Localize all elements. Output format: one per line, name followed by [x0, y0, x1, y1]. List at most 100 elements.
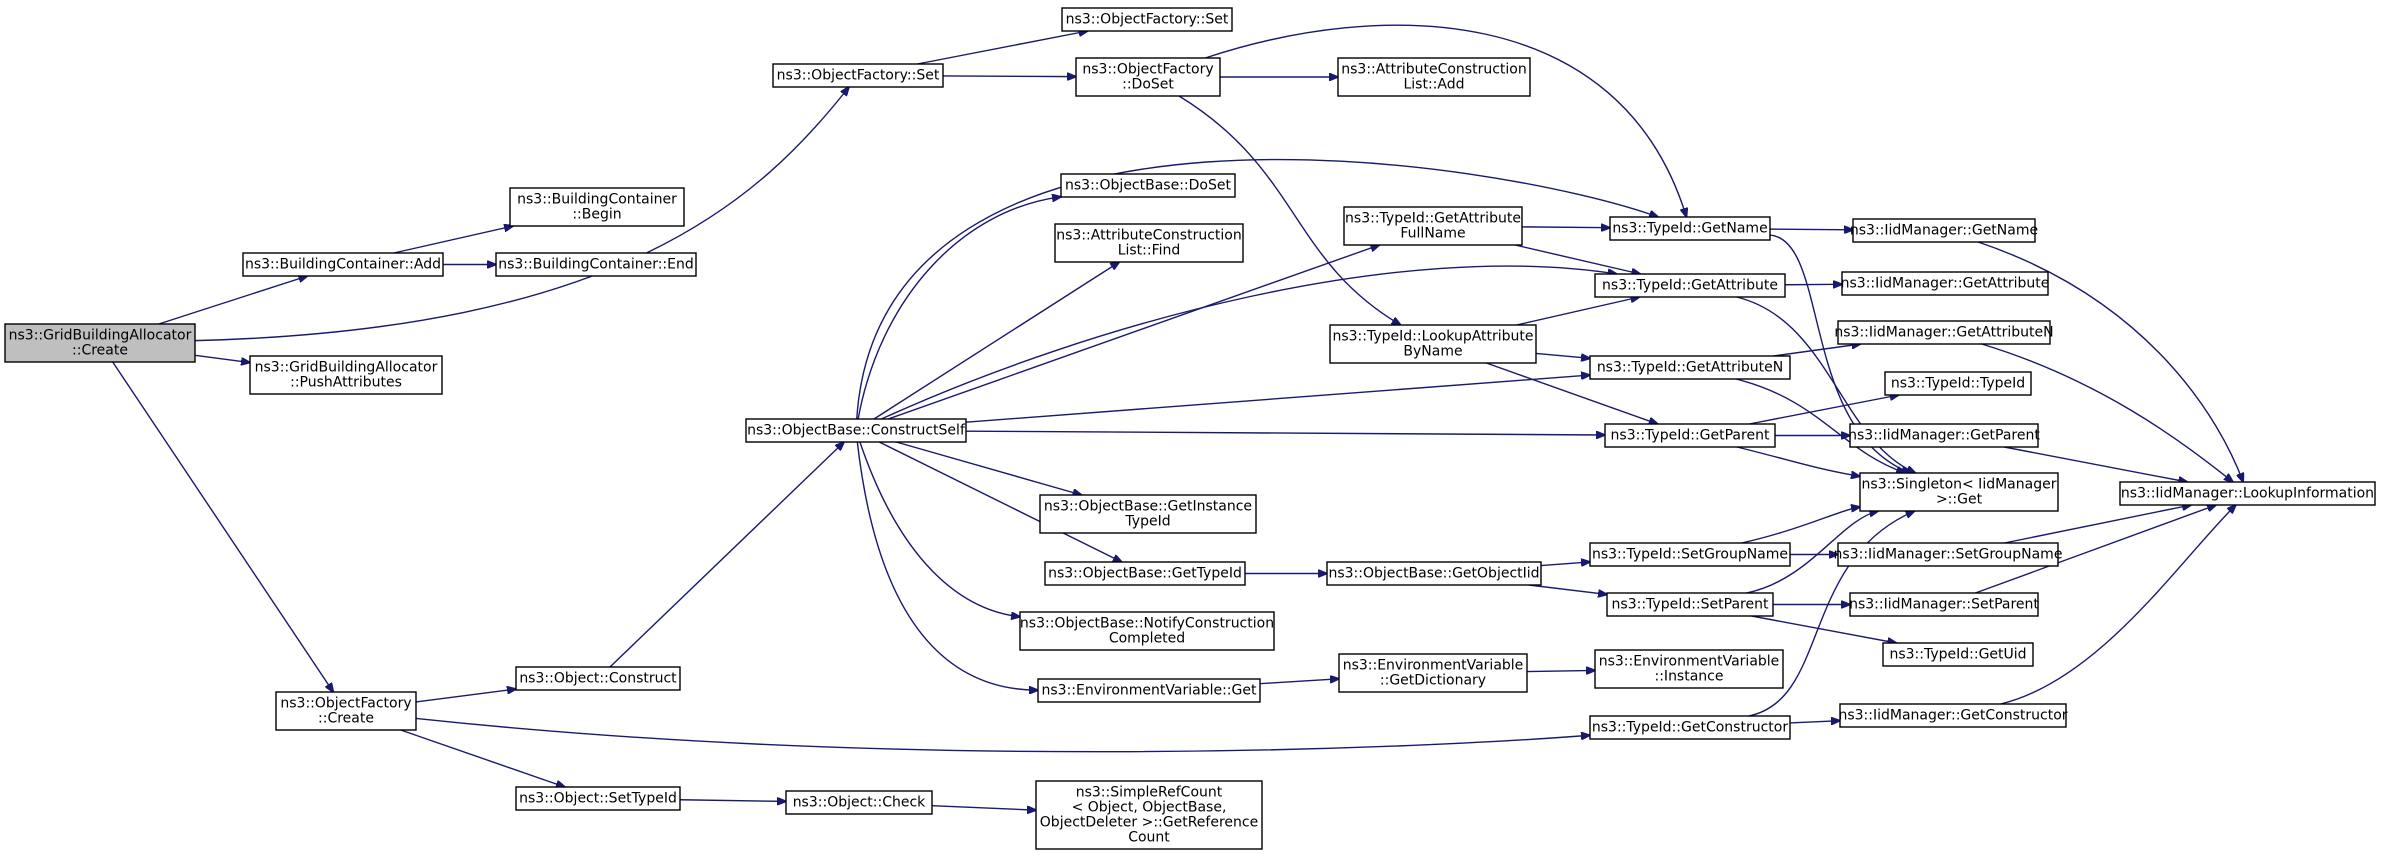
- node-box: [1606, 592, 1774, 617]
- node-label-line: ns3::Object::Construct: [519, 671, 677, 687]
- node-label-line: Completed: [1109, 631, 1185, 647]
- node-label-line: ns3::GridBuildingAllocator: [255, 360, 438, 376]
- node-refcount[interactable]: ns3::SimpleRefCount< Object, ObjectBase,…: [1035, 780, 1263, 850]
- node-ob-construct[interactable]: ns3::ObjectBase::ConstructSelf: [745, 418, 967, 443]
- node-tid-getattr[interactable]: ns3::TypeId::GetAttribute: [1594, 273, 1786, 298]
- node-tid-getattrn[interactable]: ns3::TypeId::GetAttributeN: [1589, 355, 1791, 380]
- node-box: [1326, 561, 1542, 586]
- node-ob-notify[interactable]: ns3::ObjectBase::NotifyConstructionCompl…: [1019, 611, 1275, 651]
- node-iid-getctor[interactable]: ns3::IidManager::GetConstructor: [1838, 703, 2068, 728]
- node-env-get[interactable]: ns3::EnvironmentVariable::Get: [1037, 678, 1261, 703]
- node-tid-getparent[interactable]: ns3::TypeId::GetParent: [1604, 423, 1776, 448]
- node-label-line: List::Find: [1118, 243, 1181, 259]
- node-obj-construct[interactable]: ns3::Object::Construct: [515, 666, 681, 691]
- edge-tid_lookup-to-tid_getattr: [1516, 297, 1639, 326]
- node-label-line: < Object, ObjectBase,: [1072, 800, 1227, 816]
- node-of-set2[interactable]: ns3::ObjectFactory::Set: [1061, 7, 1233, 32]
- node-env-getdict[interactable]: ns3::EnvironmentVariable::GetDictionary: [1338, 653, 1528, 693]
- node-iid-getattrn[interactable]: ns3::IidManager::GetAttributeN: [1834, 320, 2054, 345]
- node-box: [1075, 57, 1221, 97]
- node-of-set[interactable]: ns3::ObjectFactory::Set: [772, 63, 944, 88]
- node-iid-getname[interactable]: ns3::IidManager::GetName: [1850, 218, 2038, 243]
- edge-tid_getctor-to-singleton_get: [1748, 511, 1915, 717]
- node-bc-end[interactable]: ns3::BuildingContainer::End: [495, 252, 697, 277]
- node-box: [1589, 542, 1791, 567]
- edge-ob_construct-to-ob_doset: [857, 197, 1061, 420]
- edge-iid_setparent-to-iid_lookup: [1975, 505, 2216, 594]
- node-box: [275, 691, 417, 731]
- node-tid-typeid[interactable]: ns3::TypeId::TypeId: [1884, 371, 2032, 396]
- node-ob-gettypeid[interactable]: ns3::ObjectBase::GetTypeId: [1044, 561, 1246, 586]
- node-iid-setgroup[interactable]: ns3::IidManager::SetGroupName: [1834, 542, 2063, 567]
- node-label-line: ns3::Singleton< IidManager: [1862, 477, 2057, 493]
- node-label-line: ns3::ObjectBase::GetObjectIid: [1328, 566, 1539, 582]
- node-box: [1035, 780, 1263, 850]
- node-box: [1837, 320, 2051, 345]
- node-label-line: ns3::TypeId::LookupAttribute: [1332, 329, 1533, 345]
- node-label-line: ns3::IidManager::LookupInformation: [2121, 486, 2374, 502]
- edge-tid_getname-to-singleton_get: [1769, 234, 1910, 473]
- node-ob-doset[interactable]: ns3::ObjectBase::DoSet: [1060, 173, 1236, 198]
- node-label-line: ns3::IidManager::GetAttribute: [1841, 276, 2050, 292]
- node-label-line: ns3::Object::SetTypeId: [519, 791, 677, 807]
- node-label-line: FullName: [1400, 226, 1465, 242]
- node-tid-getname[interactable]: ns3::TypeId::GetName: [1609, 216, 1771, 241]
- node-box: [1039, 494, 1257, 534]
- node-bc-begin[interactable]: ns3::BuildingContainer::Begin: [509, 187, 685, 227]
- node-tid-setgroup[interactable]: ns3::TypeId::SetGroupName: [1589, 542, 1791, 567]
- node-label-line: ::GetDictionary: [1380, 673, 1486, 689]
- nodes-layer: ns3::GridBuildingAllocator::Create ns3::B…: [4, 7, 2376, 850]
- node-env-instance[interactable]: ns3::EnvironmentVariable::Instance: [1594, 649, 1784, 689]
- node-bc-add[interactable]: ns3::BuildingContainer::Add: [242, 252, 444, 277]
- edge-iid_getparent-to-iid_lookup: [2004, 446, 2187, 482]
- node-tid-getctor[interactable]: ns3::TypeId::GetConstructor: [1589, 715, 1791, 740]
- node-label-line: ns3::AttributeConstruction: [1341, 62, 1526, 78]
- edge-ob_construct-to-env_get: [856, 441, 1038, 690]
- edge-tid_setgroup-to-singleton_get: [1741, 507, 1860, 544]
- node-box: [1019, 611, 1275, 651]
- edge-ob_construct-to-ob_gettypeid: [878, 441, 1122, 562]
- node-label-line: ns3::ObjectFactory: [1082, 62, 1213, 78]
- edge-ob_construct-to-tid_getattrn: [965, 375, 1590, 423]
- node-iid-setparent[interactable]: ns3::IidManager::SetParent: [1849, 592, 2039, 617]
- node-ob-getobjiid[interactable]: ns3::ObjectBase::GetObjectIid: [1326, 561, 1542, 586]
- edge-tid_getctor-to-iid_getctor: [1789, 721, 1840, 723]
- node-box: [1343, 206, 1523, 246]
- node-label-line: ns3::Object::Check: [793, 795, 926, 811]
- node-of-doset[interactable]: ns3::ObjectFactory::DoSet: [1075, 57, 1221, 97]
- node-iid-lookup[interactable]: ns3::IidManager::LookupInformation: [2119, 481, 2376, 506]
- node-of-create[interactable]: ns3::ObjectFactory::Create: [275, 691, 417, 731]
- edge-iid_setgroup-to-iid_lookup: [2004, 505, 2191, 544]
- node-box: [1882, 642, 2034, 667]
- node-obj-settypeid[interactable]: ns3::Object::SetTypeId: [515, 786, 681, 811]
- edge-of_create-to-tid_getctor: [415, 717, 1590, 753]
- edge-tid_setparent-to-tid_getuid: [1751, 615, 1897, 643]
- edge-ob_construct-to-tid_getparent: [965, 430, 1605, 435]
- node-box: [1852, 218, 2036, 243]
- node-label-line: ns3::TypeId::TypeId: [1891, 376, 2025, 392]
- node-tid-setparent[interactable]: ns3::TypeId::SetParent: [1606, 592, 1774, 617]
- node-tid-getuid[interactable]: ns3::TypeId::GetUid: [1882, 642, 2034, 667]
- node-singleton-get[interactable]: ns3::Singleton< IidManager>::Get: [1859, 472, 2059, 512]
- edge-ob_construct-to-tid_getattr: [881, 265, 1616, 420]
- node-iid-getparent[interactable]: ns3::IidManager::GetParent: [1848, 423, 2040, 448]
- node-label-line: Count: [1128, 830, 1170, 846]
- node-label-line: ns3::TypeId::SetParent: [1612, 597, 1769, 613]
- node-grid-create[interactable]: ns3::GridBuildingAllocator::Create: [4, 323, 196, 363]
- node-grid-push[interactable]: ns3::GridBuildingAllocator::PushAttribut…: [249, 355, 443, 395]
- node-label-line: ns3::ObjectBase::DoSet: [1065, 178, 1231, 194]
- edge-of_set-to-of_set2: [917, 31, 1087, 65]
- node-label-line: ns3::TypeId::GetName: [1612, 221, 1767, 237]
- node-iid-getattr[interactable]: ns3::IidManager::GetAttribute: [1841, 271, 2050, 296]
- edge-of_create-to-obj_construct: [415, 689, 516, 703]
- edge-iid_getname-to-iid_lookup: [1977, 241, 2243, 482]
- node-obj-check[interactable]: ns3::Object::Check: [785, 790, 933, 815]
- node-label-line: >::Get: [1936, 492, 1983, 508]
- node-label-line: ::Instance: [1655, 669, 1724, 685]
- node-label-line: ns3::ObjectFactory::Set: [777, 68, 940, 84]
